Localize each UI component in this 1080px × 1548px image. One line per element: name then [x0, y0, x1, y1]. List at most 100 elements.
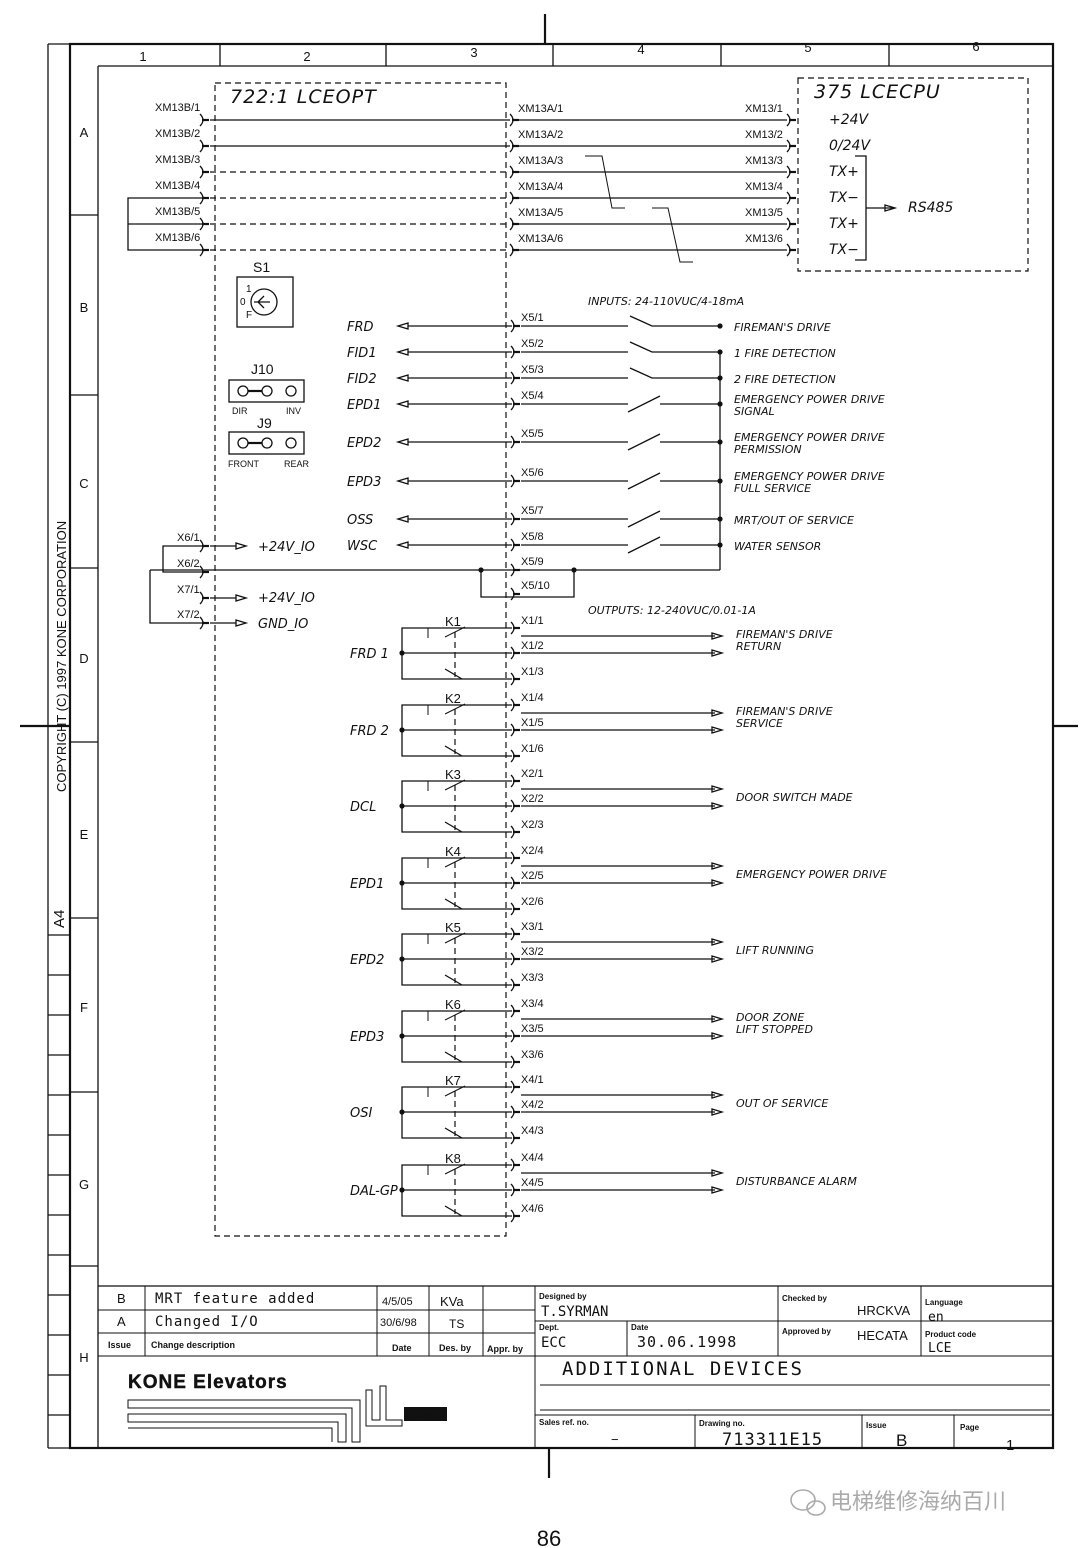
output-terminal: X1/5	[521, 717, 544, 729]
page: 1	[1006, 1437, 1014, 1454]
cpu-signal: 0/24V	[829, 138, 871, 154]
row-label: H	[79, 1350, 88, 1365]
grid-labels: 1 2 3 4 5 6 A B C D E F G H COPYRIGHT (C…	[51, 39, 980, 1365]
output-description: FIREMAN'S DRIVE	[736, 705, 833, 718]
v24-io-label: +24V_IO	[258, 540, 315, 555]
row-label: F	[80, 1000, 88, 1015]
paper-size: A4	[51, 910, 68, 928]
row-label: G	[79, 1177, 89, 1192]
arrow-right-icon	[711, 955, 725, 963]
output-description: RETURN	[736, 640, 781, 653]
j9-label: J9	[257, 415, 272, 431]
output-description: LIFT STOPPED	[736, 1023, 813, 1036]
copyright-text: COPYRIGHT (C) 1997 KONE CORPORATION	[54, 521, 69, 792]
x6-1-label: X6/1	[177, 532, 200, 544]
approved-by-label: Approved by	[782, 1327, 831, 1336]
issue: B	[896, 1431, 907, 1450]
output-terminal: X1/4	[521, 692, 544, 704]
x7-2-label: X7/2	[177, 609, 200, 621]
input-contact	[629, 367, 720, 379]
xm13b-terminal: XM13B/6	[155, 232, 200, 244]
x7-1-label: X7/1	[177, 584, 200, 596]
input-signal: FID1	[347, 346, 377, 361]
input-description: FULL SERVICE	[734, 482, 811, 495]
input-description: 2 FIRE DETECTION	[734, 373, 836, 386]
output-terminal: X1/1	[521, 615, 544, 627]
cpu-signal: TX−	[829, 242, 859, 258]
input-signal: OSS	[347, 513, 373, 528]
rev-date: 4/5/05	[382, 1296, 413, 1308]
design-date: 30.06.1998	[637, 1333, 737, 1351]
arrow-right-icon	[711, 1169, 725, 1177]
col-label: 1	[139, 49, 146, 64]
xm13-terminal: XM13/5	[745, 207, 783, 219]
power-terminals: X6/1 X6/2 X7/1 X7/2 +24V_IO +24V_IO GND_…	[149, 532, 315, 632]
input-terminal: X5/1	[521, 312, 544, 324]
relay-label: K4	[445, 844, 461, 859]
arrow-left-icon	[395, 515, 409, 523]
arrow-right-icon	[235, 542, 249, 550]
cpu-signal: TX+	[829, 216, 859, 232]
xm13a-terminal: XM13A/3	[518, 155, 563, 167]
kone-logo-text: KONE	[406, 1409, 438, 1421]
input-description: EMERGENCY POWER DRIVE	[734, 393, 885, 406]
xm13-terminal: XM13/2	[745, 129, 783, 141]
drawing-no: 713311E15	[722, 1430, 823, 1450]
s1-posf: F	[246, 310, 252, 321]
input-terminal: X5/8	[521, 531, 544, 543]
s1-switch	[236, 276, 294, 328]
input-signal: EPD2	[347, 436, 381, 451]
relay-signal: DCL	[350, 800, 376, 815]
input-description: EMERGENCY POWER DRIVE	[734, 431, 885, 444]
input-signal: EPD3	[347, 475, 381, 490]
arrow-right-icon	[711, 1091, 725, 1099]
relay-signal: OSI	[350, 1106, 372, 1121]
col-label: 6	[972, 39, 979, 54]
input-signal: FRD	[347, 320, 374, 335]
relay-signal: EPD2	[350, 953, 384, 968]
language-label: Language	[925, 1298, 963, 1307]
arrow-left-icon	[395, 322, 409, 330]
input-terminal: X5/5	[521, 428, 544, 440]
output-terminal: X2/5	[521, 870, 544, 882]
output-terminal: X1/6	[521, 743, 544, 755]
output-terminal: X2/6	[521, 896, 544, 908]
drawing-no-label: Drawing no.	[699, 1419, 745, 1428]
s1-pos1: 1	[246, 284, 252, 295]
s1-label: S1	[253, 259, 270, 275]
arrow-right-icon	[711, 1015, 725, 1023]
relay-label: K8	[445, 1151, 461, 1166]
j9-right: REAR	[284, 459, 310, 469]
cpu-signal: +24V	[829, 112, 870, 128]
title-block: B MRT feature added 4/5/05 KVa A Changed…	[97, 1285, 1054, 1454]
arrow-right-icon	[711, 1032, 725, 1040]
xm13-terminal: XM13/6	[745, 233, 783, 245]
input-signal: EPD1	[347, 398, 381, 413]
arrow-left-icon	[395, 438, 409, 446]
input-description: MRT/OUT OF SERVICE	[734, 514, 854, 527]
board-lceopt-label: 722:1 LCEOPT	[230, 86, 377, 108]
input-signal: WSC	[347, 539, 378, 554]
relay-signal: EPD1	[350, 877, 384, 892]
output-description: SERVICE	[736, 717, 783, 730]
output-terminal: X2/4	[521, 845, 544, 857]
output-description: EMERGENCY POWER DRIVE	[736, 868, 887, 881]
relay-signal: FRD 1	[350, 647, 389, 662]
watermark: 电梯维修海纳百川	[830, 1489, 1006, 1514]
col-label: 5	[804, 40, 811, 55]
output-description: DISTURBANCE ALARM	[736, 1175, 857, 1188]
rev-desc: Changed I/O	[155, 1314, 259, 1330]
relay-contact	[444, 821, 463, 833]
rev-issue: A	[117, 1314, 126, 1329]
j10-right: INV	[286, 406, 301, 416]
kone-logo-icon: KONE	[127, 1385, 447, 1443]
output-terminal: X2/3	[521, 819, 544, 831]
output-terminal: X3/6	[521, 1049, 544, 1061]
arrow-left-icon	[395, 541, 409, 549]
xm13a-terminal: XM13A/4	[518, 181, 563, 193]
rev-by: TS	[449, 1317, 464, 1331]
input-description: 1 FIRE DETECTION	[734, 347, 836, 360]
relay-label: K1	[445, 614, 461, 629]
